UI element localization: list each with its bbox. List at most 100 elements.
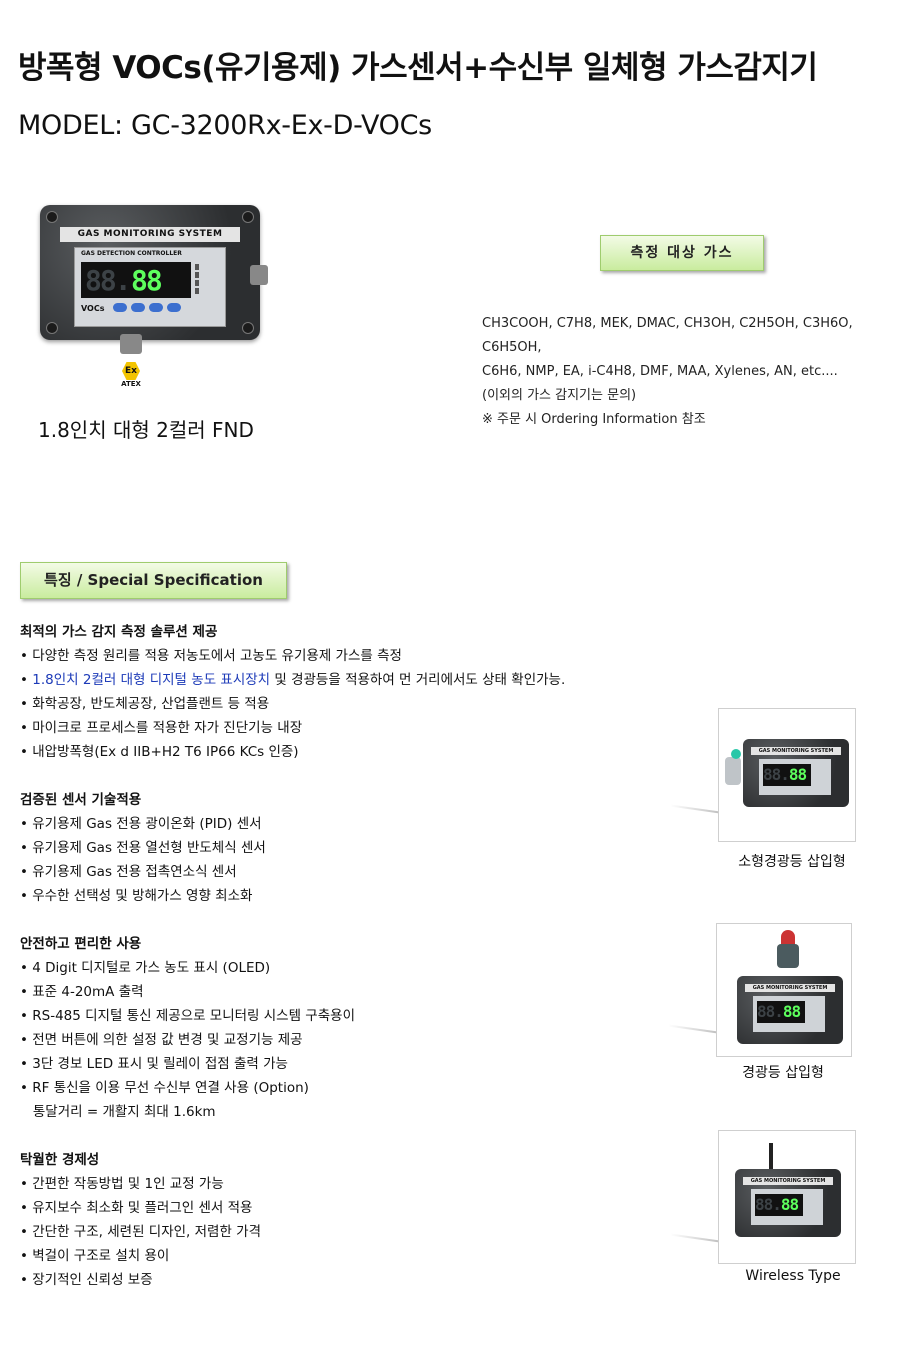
- panel-title: GAS DETECTION CONTROLLER: [81, 250, 182, 257]
- list-item: • 4 Digit 디지털로 가스 농도 표시 (OLED): [20, 960, 271, 976]
- bolt-icon: [242, 211, 254, 223]
- cable-gland-icon: [250, 265, 268, 285]
- list-item: • 3단 경보 LED 표시 및 릴레이 접점 출력 가능: [20, 1056, 288, 1072]
- mini-head-label: GAS MONITORING SYSTEM: [751, 747, 841, 755]
- antenna-icon: [769, 1143, 773, 1179]
- mini-display: 88.88: [757, 1001, 805, 1023]
- variant-caption: 경광등 삽입형: [742, 1065, 824, 1081]
- spec-section-solution: 최적의 가스 감지 측정 솔루션 제공 • 다양한 측정 원리를 적용 저농도에…: [20, 620, 565, 764]
- spec-section-economy: 탁월한 경제성 • 간편한 작동방법 및 1인 교정 가능 • 유지보수 최소화…: [20, 1148, 261, 1292]
- list-item: • 1.8인치 2컬러 대형 디지털 농도 표시장치 및 경광등을 적용하여 먼…: [20, 668, 565, 692]
- gas-list: CH3COOH, C7H8, MEK, DMAC, CH3OH, C2H5OH,…: [482, 312, 902, 432]
- gas-list-line: CH3COOH, C7H8, MEK, DMAC, CH3OH, C2H5OH,…: [482, 316, 853, 355]
- spec-section-safety: 안전하고 편리한 사용 • 4 Digit 디지털로 가스 농도 표시 (OLE…: [20, 932, 355, 1124]
- highlight-text: 1.8인치 2컬러 대형 디지털 농도 표시장치: [32, 672, 271, 688]
- list-item: • 벽걸이 구조로 설치 용이: [20, 1248, 170, 1264]
- mini-digits-dim: 88.: [757, 1002, 784, 1021]
- list-item: • 유지보수 최소화 및 플러그인 센서 적용: [20, 1200, 253, 1216]
- gas-section-title: 측정 대상 가스: [600, 235, 764, 271]
- cable-gland-icon: [120, 334, 142, 354]
- variant-image-small-beacon: GAS MONITORING SYSTEM 88.88: [718, 708, 856, 842]
- alarm-leds: [195, 264, 219, 296]
- display-digits-dim: 88.: [85, 264, 132, 297]
- atex-hexagon-icon: Ex: [122, 362, 140, 380]
- list-item-rest: 및 경광등을 적용하여 먼 거리에서도 상태 확인가능.: [270, 672, 566, 688]
- atex-mark: Ex ATEX: [118, 362, 144, 388]
- model-number: MODEL: GC-3200Rx-Ex-D-VOCs: [18, 110, 432, 141]
- beacon-body-icon: [777, 944, 799, 968]
- mini-device: GAS MONITORING SYSTEM 88.88: [743, 739, 849, 807]
- section-heading: 탁월한 경제성: [20, 1152, 100, 1168]
- gas-list-line: C6H6, NMP, EA, i-C4H8, DMF, MAA, Xylenes…: [482, 364, 838, 379]
- bolt-icon: [46, 211, 58, 223]
- list-item: • 우수한 선택성 및 방해가스 영향 최소화: [20, 888, 253, 904]
- decorative-shadow: [670, 804, 720, 814]
- mini-display: 88.88: [755, 1194, 803, 1216]
- device-head-label: GAS MONITORING SYSTEM: [60, 227, 240, 242]
- led-icon: [195, 280, 219, 286]
- page-title: 방폭형 VOCs(유기용제) 가스센서+수신부 일체형 가스감지기: [18, 50, 818, 86]
- mini-head-label: GAS MONITORING SYSTEM: [743, 1177, 833, 1185]
- list-item: • 마이크로 프로세스를 적용한 자가 진단기능 내장: [20, 720, 303, 736]
- decorative-shadow: [670, 1233, 720, 1243]
- variant-image-beacon: GAS MONITORING SYSTEM 88.88: [716, 923, 852, 1057]
- small-beacon-icon: [725, 757, 741, 785]
- gas-note: ※ 주문 시 Ordering Information 참조: [482, 412, 706, 427]
- mini-digits-dim: 88.: [763, 765, 790, 784]
- panel-button-icon: [113, 303, 127, 312]
- panel-gas-label: VOCs: [81, 304, 105, 313]
- led-icon: [195, 272, 219, 278]
- panel-button-icon: [131, 303, 145, 312]
- list-item: • RF 통신을 이용 무선 수신부 연결 사용 (Option): [20, 1080, 309, 1096]
- mini-screen: 88.88: [759, 759, 831, 795]
- display-digits-lit: 88: [131, 264, 163, 297]
- variant-caption: 소형경광등 삽입형: [738, 854, 846, 870]
- bolt-icon: [242, 322, 254, 334]
- list-item: • 유기용제 Gas 전용 접촉연소식 센서: [20, 864, 237, 880]
- list-item: • 간편한 작동방법 및 1인 교정 가능: [20, 1176, 224, 1192]
- list-item: • 전면 버튼에 의한 설정 값 변경 및 교정기능 제공: [20, 1032, 303, 1048]
- panel-button-icon: [167, 303, 181, 312]
- mini-digits-dim: 88.: [755, 1195, 782, 1214]
- fnd-display: 88. 88: [81, 262, 191, 298]
- list-item: • 간단한 구조, 세련된 디자인, 저렴한 가격: [20, 1224, 262, 1240]
- beacon-light-icon: [781, 930, 795, 946]
- mini-screen: 88.88: [751, 1189, 823, 1225]
- bullet: •: [20, 672, 33, 688]
- decorative-shadow: [668, 1024, 718, 1034]
- mini-device: GAS MONITORING SYSTEM 88.88: [735, 1169, 841, 1237]
- list-item: • 화학공장, 반도체공장, 산업플랜트 등 적용: [20, 696, 270, 712]
- mini-screen: 88.88: [753, 996, 825, 1032]
- gas-note: (이외의 가스 감지기는 문의): [482, 388, 637, 403]
- list-item: • 내압방폭형(Ex d IIB+H2 T6 IP66 KCs 인증): [20, 744, 299, 760]
- beacon-light-icon: [731, 749, 741, 759]
- device-caption: 1.8인치 대형 2컬러 FND: [38, 418, 254, 442]
- variant-caption: Wireless Type: [745, 1268, 841, 1284]
- mini-digits-lit: 88: [788, 765, 807, 784]
- mini-head-label: GAS MONITORING SYSTEM: [745, 984, 835, 992]
- list-item: • 장기적인 신뢰성 보증: [20, 1272, 153, 1288]
- spec-section-title: 특징 / Special Specification: [20, 562, 287, 599]
- device-panel: GAS DETECTION CONTROLLER 88. 88 VOCs: [74, 247, 226, 327]
- mini-display: 88.88: [763, 764, 811, 786]
- section-heading: 최적의 가스 감지 측정 솔루션 제공: [20, 624, 218, 640]
- mini-digits-lit: 88: [782, 1002, 801, 1021]
- led-icon: [195, 288, 219, 294]
- led-icon: [195, 264, 219, 270]
- variant-image-wireless: GAS MONITORING SYSTEM 88.88: [718, 1130, 856, 1264]
- list-item: 통달거리 = 개활지 최대 1.6km: [20, 1104, 216, 1120]
- spec-section-sensor: 검증된 센서 기술적용 • 유기용제 Gas 전용 광이온화 (PID) 센서 …: [20, 788, 266, 908]
- bolt-icon: [46, 322, 58, 334]
- mini-device: GAS MONITORING SYSTEM 88.88: [737, 976, 843, 1044]
- section-heading: 안전하고 편리한 사용: [20, 936, 142, 952]
- list-item: • 유기용제 Gas 전용 열선형 반도체식 센서: [20, 840, 266, 856]
- gas-detector-image: GAS MONITORING SYSTEM GAS DETECTION CONT…: [40, 205, 268, 354]
- list-item: • 표준 4-20mA 출력: [20, 984, 144, 1000]
- list-item: • 다양한 측정 원리를 적용 저농도에서 고농도 유기용제 가스를 측정: [20, 648, 402, 664]
- list-item: • 유기용제 Gas 전용 광이온화 (PID) 센서: [20, 816, 262, 832]
- panel-button-icon: [149, 303, 163, 312]
- atex-label: ATEX: [121, 380, 141, 388]
- mini-digits-lit: 88: [780, 1195, 799, 1214]
- section-heading: 검증된 센서 기술적용: [20, 792, 142, 808]
- list-item: • RS-485 디지털 통신 제공으로 모니터링 시스템 구축용이: [20, 1008, 355, 1024]
